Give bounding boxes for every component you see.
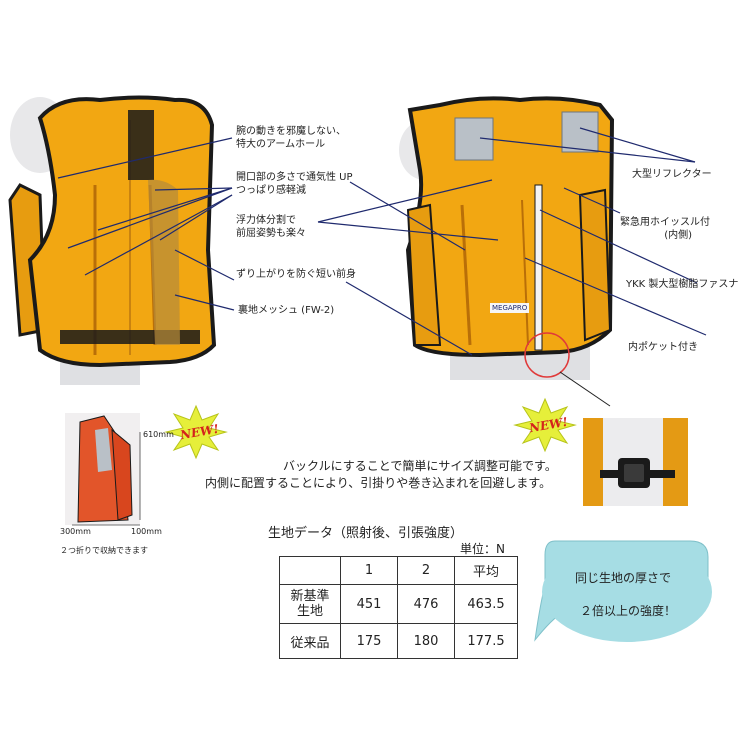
new-burst-1 <box>164 404 228 460</box>
folded-caption: ２つ折りで収納できます <box>60 546 148 555</box>
table-header-1: 1 <box>340 556 398 585</box>
buckle-line-2: 内側に配置することにより、引掛りや巻き込まれを回避します。 <box>205 476 552 490</box>
row-label-new-line2: 生地 <box>296 604 323 619</box>
row-label-old: 従来品 <box>279 623 341 659</box>
vent-annotation: 開口部の多さで通気性 UP つっぱり感軽減 <box>236 171 353 197</box>
zipper-annotation: YKK 製大型樹脂ファスナ <box>626 279 739 290</box>
armhole-annotation: 腕の動きを邪魔しない、 特大のアームホール <box>236 125 346 151</box>
row-label-new-line1: 新基準 <box>290 589 330 604</box>
buckle-line-1: バックルにすることで簡単にサイズ調整可能です。 <box>283 459 557 473</box>
armhole-line-2: 特大のアームホール <box>236 139 326 150</box>
cell-new-1: 451 <box>340 584 398 624</box>
table-header-row: 1 2 平均 <box>279 556 518 585</box>
table-header-2: 2 <box>397 556 455 585</box>
table-header-avg: 平均 <box>454 556 518 585</box>
whistle-line-1: 緊急用ホイッスル付 <box>620 217 710 228</box>
row-label-new: 新基準 生地 <box>279 584 341 624</box>
vent-line-2: つっぱり感軽減 <box>236 185 306 196</box>
folded-width-label: 100mm <box>131 527 162 536</box>
folded-vest-photo <box>65 413 140 525</box>
vent-line-1: 開口部の多さで通気性 UP <box>236 172 353 183</box>
cell-new-2: 476 <box>397 584 455 624</box>
folded-depth-label: 300mm <box>60 527 91 536</box>
whistle-annotation: 緊急用ホイッスル付 (内側) <box>620 216 710 242</box>
buoyancy-annotation: 浮力体分割で 前屈姿勢も楽々 <box>236 214 306 240</box>
buoyancy-line-2: 前屈姿勢も楽々 <box>236 228 306 239</box>
table-unit: 単位：N <box>460 542 505 556</box>
left-leader-lines <box>57 137 235 311</box>
cell-old-1: 175 <box>340 623 398 659</box>
speech-line-1: 同じ生地の厚さで <box>575 571 672 585</box>
buoyancy-line-1: 浮力体分割で <box>236 215 296 226</box>
brand-tag: MEGAPRO <box>490 303 530 313</box>
buckle-photo <box>583 418 688 506</box>
pocket-highlight-circle <box>524 332 570 378</box>
cell-old-2: 180 <box>397 623 455 659</box>
new-burst-2 <box>513 397 577 453</box>
speech-bubble <box>534 540 712 642</box>
reflector-annotation: 大型リフレクター <box>632 169 712 180</box>
whistle-line-2: (内側) <box>664 230 692 241</box>
speech-line-2: ２倍以上の強度！ <box>580 604 677 618</box>
buckle-description: バックルにすることで簡単にサイズ調整可能です。 内側に配置することにより、引掛り… <box>205 458 557 492</box>
right-leader-lines <box>317 127 707 356</box>
table-title: 生地データ（照射後、引張強度） <box>268 526 464 541</box>
table-row: 新基準 生地 451 476 463.5 <box>279 584 518 624</box>
folded-dimension-lines <box>72 432 141 526</box>
armhole-line-1: 腕の動きを邪魔しない、 <box>236 126 346 137</box>
right-vest-illustration <box>399 96 615 380</box>
fabric-strength-table: 1 2 平均 新基準 生地 451 476 463.5 従来品 175 180 … <box>279 556 518 659</box>
cell-new-avg: 463.5 <box>454 584 518 624</box>
mesh-annotation: 裏地メッシュ (FW-2) <box>238 305 335 316</box>
table-header-empty <box>279 556 341 585</box>
cell-old-avg: 177.5 <box>454 623 518 659</box>
folded-height-label: 610mm <box>143 430 174 439</box>
table-row: 従来品 175 180 177.5 <box>279 623 518 659</box>
pocket-annotation: 内ポケット付き <box>628 342 698 353</box>
left-vest-illustration <box>8 95 217 385</box>
short-front-annotation: ずり上がりを防ぐ短い前身 <box>236 269 356 280</box>
